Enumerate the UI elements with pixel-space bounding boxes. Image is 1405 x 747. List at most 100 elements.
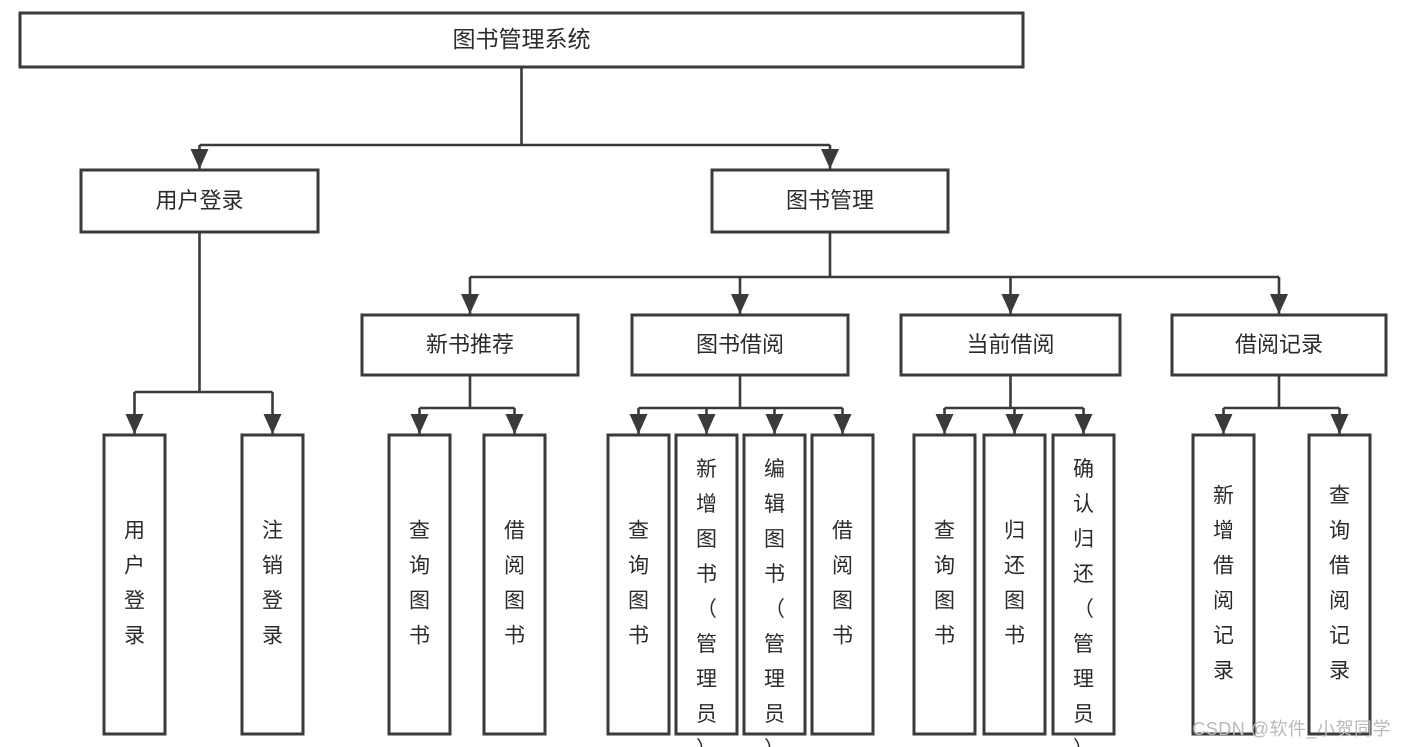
node-label-char: 归 [1073,528,1094,551]
arrow-head-icon [935,414,954,434]
arrow-head-icon [1074,414,1093,434]
arrow-head-icon [1214,414,1233,434]
node-leaf-1[interactable] [240,433,305,736]
arrow-head-icon [1001,294,1020,314]
node-leaf-4[interactable] [606,433,671,736]
node-label-char: （ [1073,598,1094,621]
node-label-char: 管 [1073,633,1094,656]
node-label-char: 还 [1073,563,1094,586]
node-label-char: 书 [764,563,785,586]
node-label-char: 记 [1213,625,1234,648]
node-leaf-5[interactable] [674,433,739,736]
node-label-char: 户 [124,555,145,578]
node-label-char: 借 [1213,555,1234,578]
arrow-head-icon [1330,414,1349,434]
node-leaf-10[interactable] [1051,433,1116,736]
node-label-char: 辑 [764,493,785,516]
node-layer: 图书管理系统用户登录图书管理新书推荐图书借阅当前借阅借阅记录用户登录注销登录查询… [18,11,1388,747]
node-label-char: 管 [764,633,785,656]
node-level2-0[interactable] [360,313,580,377]
node-label-char: 询 [934,555,955,578]
node-label-char: ） [1073,738,1094,747]
node-label-char: 阅 [504,555,525,578]
node-level1-1[interactable] [710,168,950,234]
node-label-char: 图 [504,590,525,613]
node-label-char: 询 [1329,520,1350,543]
node-leaf-7[interactable] [810,433,875,736]
node-label-char: 确 [1073,458,1094,481]
node-label: 图书管理系统 [453,26,591,52]
arrow-head-icon [833,414,852,434]
node-leaf-9[interactable] [982,433,1047,736]
node-label-vertical: 用户登录 [124,520,145,648]
node-label: 当前借阅 [966,332,1054,357]
node-leaf-8[interactable] [912,433,977,736]
node-label-char: 书 [696,563,717,586]
arrow-head-icon [505,414,524,434]
node-label-char: 归 [1004,520,1025,543]
node-label-char: 查 [1329,485,1350,508]
node-leaf-6[interactable] [742,433,807,736]
node-label-char: 记 [1329,625,1350,648]
node-label-char: 书 [504,625,525,648]
node-label-char: 查 [409,520,430,543]
node-level2-1[interactable] [630,313,850,377]
node-leaf-2[interactable] [387,433,452,736]
node-label-char: 登 [262,590,283,613]
node-label-char: 借 [832,520,853,543]
arrow-head-icon [629,414,648,434]
arrow-head-icon [731,294,749,314]
node-level2-3[interactable] [1170,313,1388,377]
node-leaf-3[interactable] [482,433,547,736]
node-label-char: 员 [1073,703,1094,726]
node-label-char: 书 [1004,625,1025,648]
node-leaf-0[interactable] [102,433,167,736]
node-label-char: 新 [696,458,717,481]
arrow-head-icon [263,414,282,434]
node-label-char: 员 [696,703,717,726]
node-leaf-11[interactable] [1191,433,1256,736]
node-label-char: 询 [409,555,430,578]
node-label-char: 阅 [1213,590,1234,613]
node-label-char: 书 [934,625,955,648]
node-label-char: 增 [1213,520,1234,543]
node-label-char: 录 [262,625,283,648]
arrow-head-icon [190,149,209,169]
node-label-char: 查 [934,520,955,543]
node-label-char: 书 [628,625,649,648]
node-label-char: 员 [764,703,785,726]
node-label-char: 管 [696,633,717,656]
arrow-head-icon [765,414,784,434]
node-level2-2[interactable] [899,313,1122,377]
node-label-char: 录 [1329,660,1350,683]
node-label-char: 查 [628,520,649,543]
node-level1-0[interactable] [79,168,320,234]
node-leaf-12[interactable] [1307,433,1372,736]
node-label: 图书管理 [786,188,874,213]
node-label-char: 图 [764,528,785,551]
node-label-char: 图 [934,590,955,613]
node-label-char: 录 [124,625,145,648]
node-label-char: 图 [696,528,717,551]
arrow-head-icon [461,294,479,314]
node-label-char: 图 [409,590,430,613]
node-label: 借阅记录 [1235,332,1323,357]
node-label-char: 阅 [832,555,853,578]
arrow-head-icon [410,414,429,434]
node-label-char: 注 [262,520,283,543]
node-label-char: 借 [1329,555,1350,578]
node-root-图书管理系统[interactable] [18,11,1025,69]
node-label-char: 增 [696,493,717,516]
node-label-char: 图 [832,590,853,613]
